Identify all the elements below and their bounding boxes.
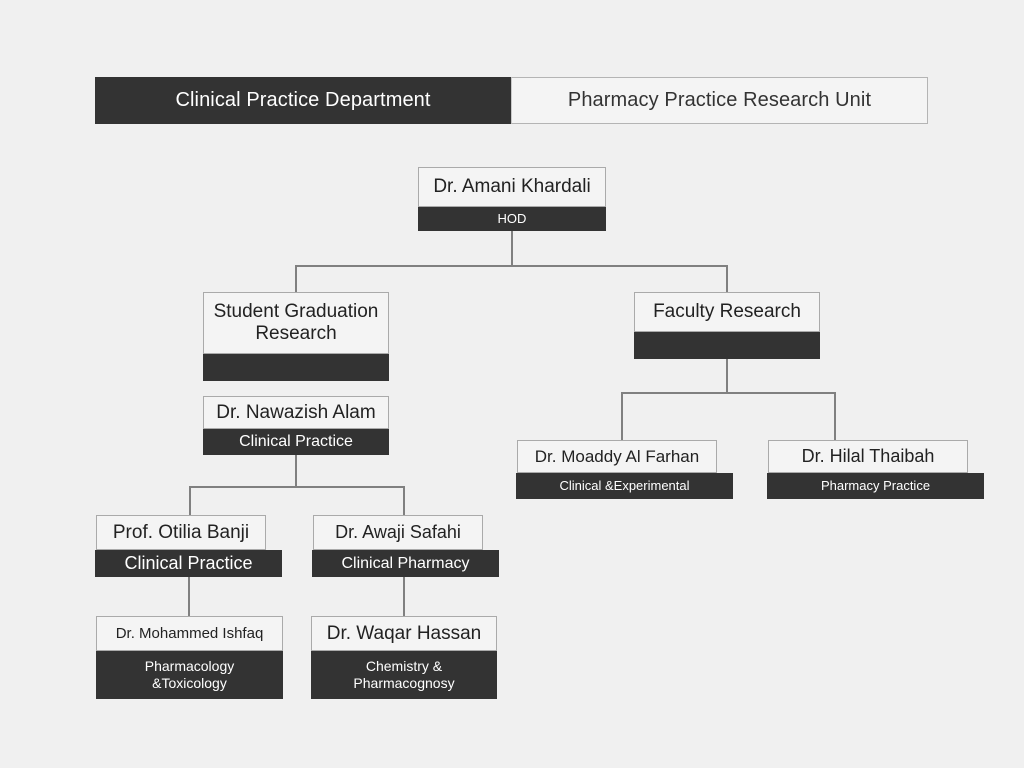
node-role: Pharmacy Practice [767,473,984,499]
node-faculty-research[interactable]: Faculty Research [634,292,820,359]
node-dr-hilal-thaibah[interactable]: Dr. Hilal Thaibah Pharmacy Practice [767,440,984,499]
node-role: Pharmacology &Toxicology [96,651,283,699]
connector-fr-stem [726,359,728,393]
node-title: Student Graduation Research [203,292,389,354]
connector-fr-to-moaddy [621,392,623,441]
node-dr-mohammed-ishfaq[interactable]: Dr. Mohammed Ishfaq Pharmacology &Toxico… [96,616,283,699]
node-role-line-1: Chemistry & [365,658,443,675]
node-role-line-2: &Toxicology [152,675,227,691]
node-dr-waqar-hassan[interactable]: Dr. Waqar Hassan Chemistry & Pharmacogno… [311,616,497,699]
connector-nawazish-to-otilia [189,486,191,516]
node-role: Clinical Practice [95,550,282,577]
tab-pharmacy-practice-research-unit[interactable]: Pharmacy Practice Research Unit [511,77,928,124]
tab-clinical-practice-department[interactable]: Clinical Practice Department [95,77,511,124]
connector-nawazish-spreader [189,486,405,488]
node-role-line-1: Pharmacology [144,658,235,675]
node-student-graduation-research[interactable]: Student Graduation Research [203,292,389,381]
node-dr-awaji-safahi[interactable]: Dr. Awaji Safahi Clinical Pharmacy [312,515,499,577]
node-title: Faculty Research [634,292,820,332]
node-role: Clinical &Experimental [516,473,733,499]
node-title: Prof. Otilia Banji [96,515,266,550]
node-role: Chemistry & Pharmacognosy [311,651,497,699]
node-title-line-1: Student Graduation [213,301,379,323]
connector-amani-spreader [295,265,728,267]
node-role: HOD [418,207,606,231]
connector-amani-stem [511,231,513,266]
connector-amani-to-sgr [295,265,297,293]
connector-nawazish-to-awaji [403,486,405,516]
node-role-line-2: Pharmacognosy [353,675,455,691]
node-title: Dr. Moaddy Al Farhan [517,440,717,473]
node-title: Dr. Nawazish Alam [203,396,389,429]
node-dr-amani-khardali[interactable]: Dr. Amani Khardali HOD [418,167,606,231]
node-role [203,354,389,381]
node-dr-nawazish-alam[interactable]: Dr. Nawazish Alam Clinical Practice [203,396,389,455]
node-title: Dr. Waqar Hassan [311,616,497,651]
node-prof-otilia-banji[interactable]: Prof. Otilia Banji Clinical Practice [95,515,282,577]
node-title: Dr. Amani Khardali [418,167,606,207]
connector-fr-spreader [621,392,836,394]
node-title: Dr. Awaji Safahi [313,515,483,550]
node-title: Dr. Mohammed Ishfaq [96,616,283,651]
node-role: Clinical Pharmacy [312,550,499,577]
node-role [634,332,820,359]
tab-bar: Clinical Practice Department Pharmacy Pr… [95,77,928,124]
connector-nawazish-stem [295,455,297,487]
connector-awaji-to-waqar [403,577,405,617]
node-dr-moaddy-al-farhan[interactable]: Dr. Moaddy Al Farhan Clinical &Experimen… [516,440,733,499]
node-title: Dr. Hilal Thaibah [768,440,968,473]
connector-amani-to-fr [726,265,728,293]
node-title-line-2: Research [255,323,337,344]
node-role: Clinical Practice [203,429,389,455]
connector-otilia-to-ishfaq [188,577,190,617]
connector-fr-to-hilal [834,392,836,441]
